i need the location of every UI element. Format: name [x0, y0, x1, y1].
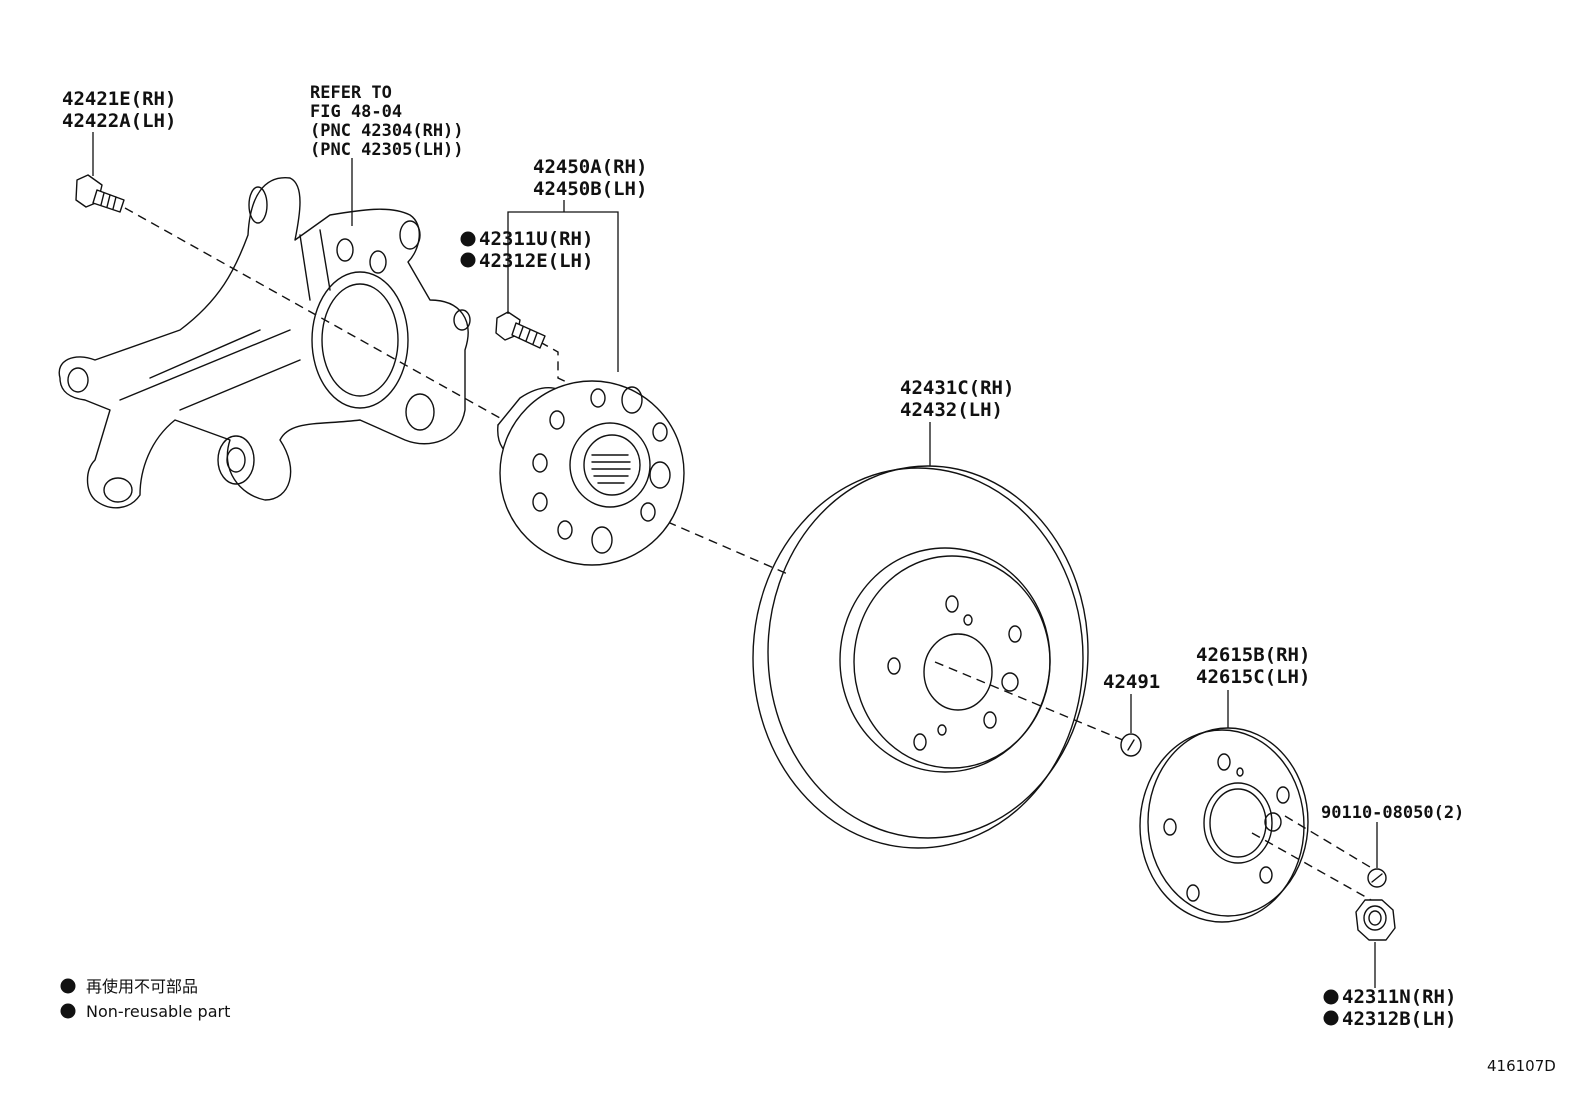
- label-text: 42450A(RH): [533, 156, 647, 178]
- label-text: 42615B(RH): [1196, 644, 1310, 666]
- legend-item-en: Non-reusable part: [86, 1002, 230, 1021]
- label-brake-disc: 42431C(RH) 42432(LH): [900, 377, 1014, 421]
- label-spacer-plate: 42615B(RH) 42615C(LH): [1196, 644, 1310, 688]
- label-text: 42615C(LH): [1196, 666, 1310, 688]
- label-text: 42312B(LH): [1342, 1008, 1456, 1030]
- label-knuckle-reference: REFER TO FIG 48-04 (PNC 42304(RH)) (PNC …: [310, 83, 464, 160]
- label-text: 42421E(RH): [62, 88, 176, 110]
- assembly-axis-lines: [124, 207, 1381, 906]
- label-text: 42311U(RH): [479, 228, 593, 250]
- hub-nut-icon: [1355, 899, 1396, 941]
- leader-lines: [92, 132, 1378, 988]
- label-hub-bearing: 42450A(RH) 42450B(LH): [533, 156, 647, 200]
- label-text: FIG 48-04: [310, 102, 402, 122]
- non-reusable-marker-icon: [460, 252, 476, 268]
- label-text: (PNC 42304(RH)): [310, 121, 464, 141]
- label-text: REFER TO: [310, 83, 392, 103]
- label-text: 90110-08050(2): [1321, 803, 1464, 823]
- label-screw: 90110-08050(2): [1321, 803, 1464, 823]
- steering-knuckle-icon: [58, 177, 471, 509]
- label-text: 42311N(RH): [1342, 986, 1456, 1008]
- screw-icon: [1367, 868, 1387, 888]
- label-text: (PNC 42305(LH)): [310, 140, 464, 160]
- label-text: 42450B(LH): [533, 178, 647, 200]
- label-small-part: 42491: [1103, 671, 1160, 693]
- label-text: 42312E(LH): [479, 250, 593, 272]
- label-knuckle-bolt: 42421E(RH) 42422A(LH): [62, 88, 176, 132]
- hub-bolt-icon: [495, 311, 546, 349]
- non-reusable-marker-icon: [460, 231, 476, 247]
- legend-item-ja: 再使用不可部品: [86, 977, 198, 996]
- knuckle-bolt-icon: [75, 174, 125, 213]
- brake-disc-icon: [752, 465, 1089, 849]
- spacer-plate-icon: [1139, 727, 1309, 923]
- illustration-reference: 416107D: [1487, 1057, 1556, 1075]
- label-text: 42431C(RH): [900, 377, 1014, 399]
- label-hub-nut: 42311N(RH) 42312B(LH): [1323, 986, 1456, 1030]
- label-text: 42491: [1103, 671, 1160, 693]
- label-hub-bolt: 42311U(RH) 42312E(LH): [460, 228, 593, 272]
- label-text: 42422A(LH): [62, 110, 176, 132]
- non-reusable-marker-icon: [60, 978, 76, 994]
- legend: 再使用不可部品 Non-reusable part: [60, 977, 230, 1021]
- label-text: 42432(LH): [900, 399, 1003, 421]
- non-reusable-marker-icon: [1323, 989, 1339, 1005]
- hub-bearing-icon: [497, 380, 685, 566]
- non-reusable-marker-icon: [60, 1003, 76, 1019]
- non-reusable-marker-icon: [1323, 1010, 1339, 1026]
- small-plug-icon: [1120, 733, 1142, 757]
